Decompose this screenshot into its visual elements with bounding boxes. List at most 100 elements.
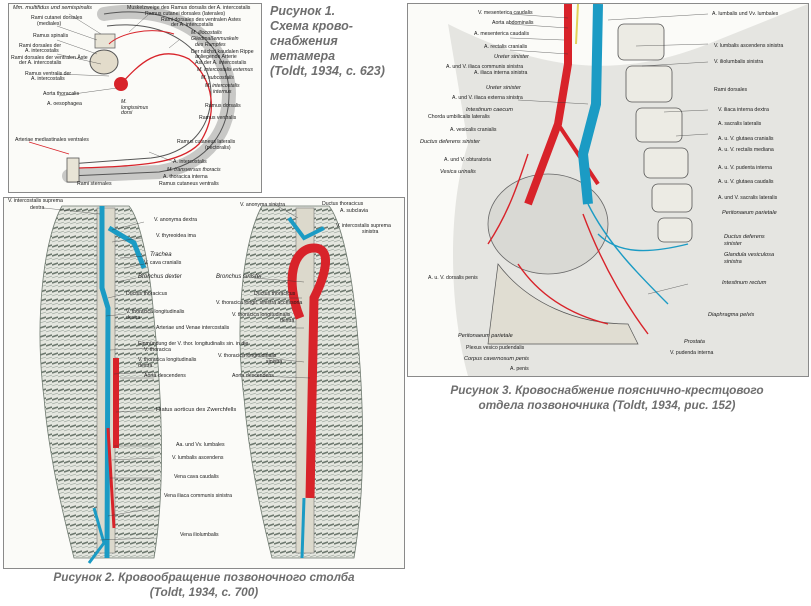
fig1-label-right-12: M. intercostalis xyxy=(205,83,240,89)
fig1-label-left-11: A. oesophagea xyxy=(47,101,82,107)
fig3-label-right-8: A. u. V. pudenta interna xyxy=(718,165,773,171)
fig3-label-right-3: Rami dorsales xyxy=(714,87,748,93)
fig1-muscle-label: M. longissimus dorsi xyxy=(121,99,149,117)
fig3-label-right-11: Peritonaeum parietale xyxy=(722,210,777,216)
fig2-label-l8b: dextra xyxy=(126,315,141,321)
fig2-label-l1: V. intercostalis suprema xyxy=(8,198,63,204)
fig3-label-left-9: Intestinum caecum xyxy=(466,107,513,113)
fig3-label-left-16: Peritonaeum parietale xyxy=(458,333,513,339)
fig2-label-r8b: dextra xyxy=(280,318,295,324)
fig2-label-r6: Ductus thoracicus xyxy=(254,291,296,297)
fig3-label-left-18: Corpus cavernosum penis xyxy=(464,356,529,362)
fig3-label-left-1: Aorta abdominalis xyxy=(492,20,534,26)
fig2-label-l5: V. cava cranialis xyxy=(144,260,182,266)
fig3-label-right-16: Intestinum rectum xyxy=(722,280,767,286)
fig3-label-right-18: Prostata xyxy=(684,339,705,345)
fig3-label-right-13: sinister xyxy=(724,241,742,247)
fig1-label-right-6: des Rumpfes xyxy=(195,42,226,48)
fig2-label-l18: Vena iliolumbalis xyxy=(180,532,219,538)
fig3-label-left-14: Vesica urinalis xyxy=(440,169,476,175)
figure-1-caption: Рисунок 1. Схема крово- снабжения метаме… xyxy=(270,4,385,79)
fig2-label-r3: A. subclavia xyxy=(340,208,368,214)
fig2-label-l11b: dextra xyxy=(138,363,153,369)
figure-3-illustration xyxy=(448,4,808,376)
fig3-label-left-5: A. und V. iliaca communis sinistra xyxy=(446,64,524,70)
figure-1-caption-line-2: снабжения xyxy=(270,34,338,48)
fig3-label-right-1: V. lumbalis ascendens sinistra xyxy=(714,43,784,49)
fig3-label-left-15: A. u. V. dorsalis penis xyxy=(428,275,478,281)
fig1-label-right-2: Rami dorsales des ventralen Astes xyxy=(161,17,241,23)
figure-1-caption-line-1: Схема крово- xyxy=(270,19,353,33)
fig3-label-right-7: A. u. V. rectalis mediana xyxy=(718,147,774,153)
fig2-label-l11: V. thoracica longitudinalis xyxy=(138,357,197,363)
figure-2-panel: V. intercostalis suprema dextra V. anony… xyxy=(3,197,405,569)
fig1-label-right-10: M. intercostalis externus xyxy=(197,67,253,73)
fig1-label-left-0: Mm. multifidus und semispinalis xyxy=(13,5,92,11)
fig1-label-right-19: M. transversus thoracis xyxy=(167,167,221,173)
fig2-label-r10: Aorta descendens xyxy=(232,373,274,379)
figure-1-caption-line-3: метамера xyxy=(270,49,336,63)
fig3-label-left-12: Ductus deferens sinister xyxy=(420,139,481,145)
fig2-label-l17: Vena iliaca communis sinistra xyxy=(164,493,233,499)
fig1-label-left-9: A. intercostalis xyxy=(31,76,65,82)
fig2-label-l8: V. thoracica longitudinalis xyxy=(126,309,185,315)
figure-3-caption-line-0: Рисунок 3. Кровоснабжение пояснично-крес… xyxy=(450,383,764,397)
fig3-label-right-19: V. pudenda interna xyxy=(670,350,714,356)
fig3-label-left-2: A. mesenterica caudalis xyxy=(474,31,530,37)
fig3-label-left-10: Chorda umbilicalis lateralis xyxy=(428,114,490,120)
fig2-label-l2: V. anonyma dextra xyxy=(154,217,198,223)
fig1-label-left-8: Ramus ventralis der xyxy=(25,71,72,77)
fig3-label-right-12: Ductus deferens xyxy=(724,234,765,240)
fig3-label-left-19: A. penis xyxy=(510,366,529,372)
fig3-label-right-2: V. iliolumbalis sinistra xyxy=(714,59,764,65)
fig3-label-left-8: A. und V. iliaca externa sinistra xyxy=(452,95,523,101)
fig1-label-left-1: Rami cutanei dorsales xyxy=(31,15,83,21)
fig2-label-r2: Ductus thoracicus xyxy=(322,201,364,207)
fig3-label-right-5: A. sacralis lateralis xyxy=(718,121,762,127)
fig1-label-left-6: Rami dorsales der ventralen Äste xyxy=(11,55,88,61)
fig2-label-l1b: dextra xyxy=(30,205,45,211)
fig1-label-right-8: anliegende Arterie xyxy=(195,54,237,60)
fig3-label-left-6: A. iliaca interna sinistra xyxy=(474,70,528,76)
figure-2-caption: Рисунок 2. Кровообращение позвоночного с… xyxy=(0,570,408,600)
fig1-label-right-5: Gliedmaßenmuskeln xyxy=(191,36,239,42)
fig2-label-r7: V. thoracica longit. sinistra accessoria xyxy=(216,300,303,306)
fig1-label-right-4: M. iliocostalis xyxy=(191,30,222,36)
fig2-label-l10b: V. thoracica xyxy=(144,347,171,353)
fig1-label-left-12: Arteriae mediastinales ventrales xyxy=(15,137,89,143)
figure-1-caption-line-0: Рисунок 1. xyxy=(270,4,336,18)
figure-2-caption-line-0: Рисунок 2. Кровообращение позвоночного с… xyxy=(53,570,355,584)
fig1-label-left-10: Aorta thoracalis xyxy=(43,91,80,97)
fig3-label-left-3: A. rectalis cranialis xyxy=(484,44,528,50)
fig2-label-r9b: sinistra xyxy=(266,359,283,365)
fig2-label-l4: Trachea xyxy=(150,252,172,258)
fig1-label-right-18: A. intercostalis xyxy=(173,159,207,165)
fig2-label-l13: Hiatus aorticus des Zwerchfells xyxy=(156,407,237,413)
fig3-label-left-4: Ureter sinister xyxy=(494,54,529,60)
fig2-label-l9: Arteriae und Venae intercostalis xyxy=(156,325,230,331)
fig2-label-l7: Ductus thoracicus xyxy=(126,291,168,297)
figure-2-caption-line-1: (Toldt, 1934, с. 700) xyxy=(149,585,259,599)
fig3-label-right-9: A. u. V. glutaea caudalis xyxy=(718,179,774,185)
fig1-label-right-11: M. subcostalis xyxy=(201,75,234,81)
fig1-label-right-3: der A. intercostalis xyxy=(171,22,214,28)
fig1-label-left-7: der A. intercostalis xyxy=(19,60,62,66)
fig2-label-l14: Aa. und Vv. lumbales xyxy=(176,442,225,448)
fig1-label-left-4: Rami dorsales der xyxy=(19,43,62,49)
fig3-label-right-6: A. u. V. glutaea cranialis xyxy=(718,136,774,142)
fig1-label-right-15: Ramus ventralis xyxy=(199,115,237,121)
fig3-label-left-7: Ureter sinister xyxy=(486,85,521,91)
figure-1-illustration xyxy=(28,5,237,183)
fig2-label-r9: V. thoracica longitudinalis xyxy=(218,353,277,359)
fig1-label-right-16: Ramus cutaneus lateralis xyxy=(177,139,236,145)
figure-3-caption: Рисунок 3. Кровоснабжение пояснично-крес… xyxy=(407,383,807,413)
fig2-label-l10: Einmündung der V. thor. longitudinalis s… xyxy=(138,341,249,347)
fig3-label-right-0: A. lumbalis und Vv. lumbales xyxy=(712,11,779,17)
fig3-label-left-0: V. mesenterica caudalis xyxy=(478,10,533,16)
fig2-label-r5: Bronchus sinister xyxy=(216,274,263,280)
figure-1-panel: Mm. multifidus und semispinalis Rami cut… xyxy=(8,3,262,193)
fig1-label-right-17: (pectoralis) xyxy=(205,145,231,151)
fig3-label-right-4: V. iliaca interna dextra xyxy=(718,107,769,113)
figure-3-caption-line-1: отдела позвоночника (Toldt, 1934, рис. 1… xyxy=(478,398,736,412)
fig1-label-right-20: A. thoracica interna xyxy=(163,174,208,180)
